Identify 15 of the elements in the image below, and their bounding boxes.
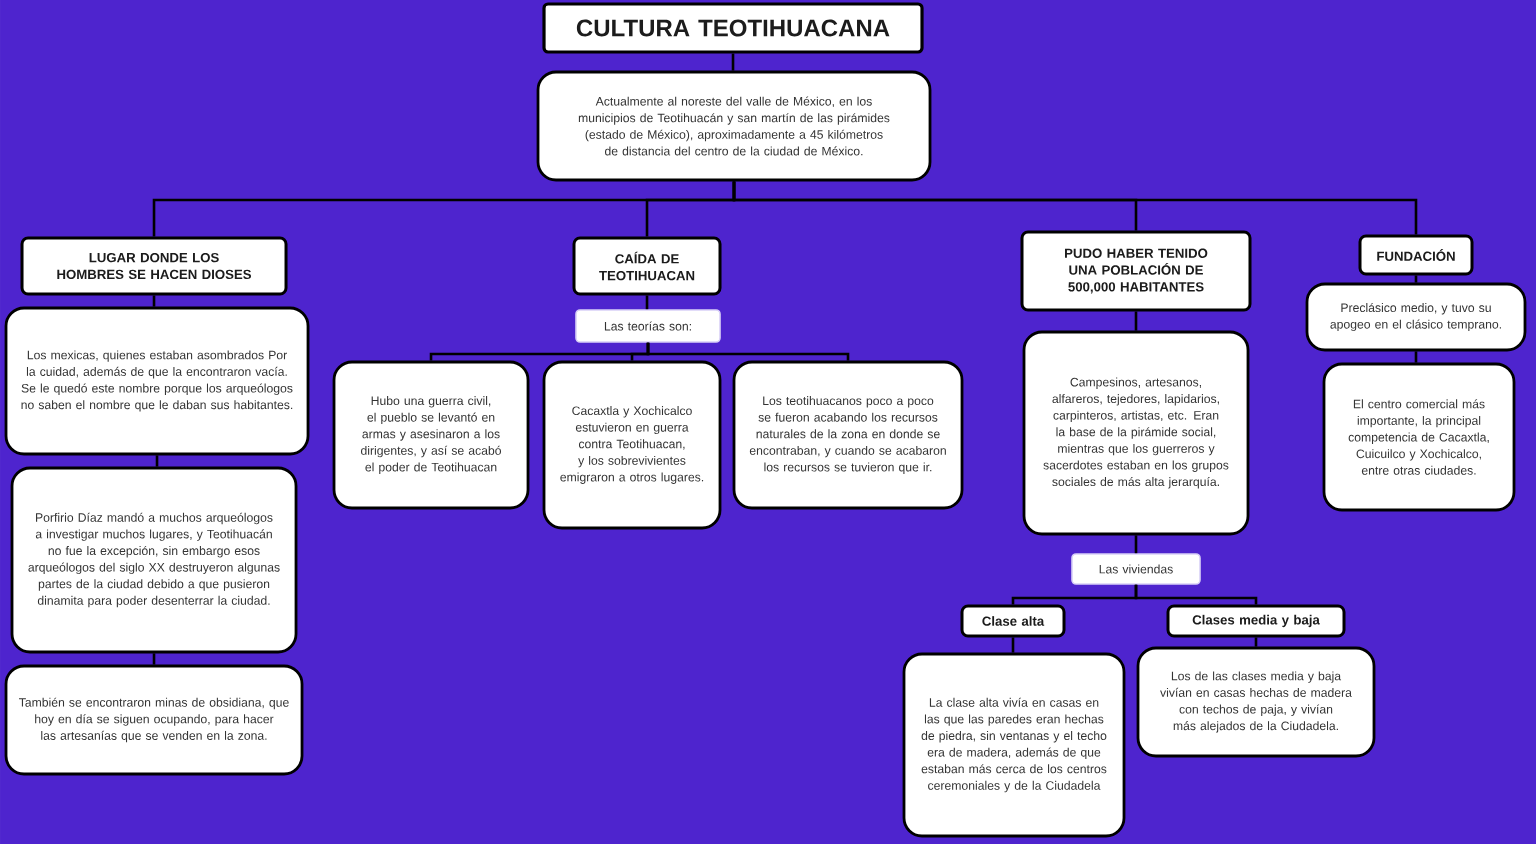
connector-line bbox=[1011, 637, 1015, 653]
connector-line bbox=[731, 53, 735, 71]
connector-line bbox=[645, 295, 649, 310]
connector-line bbox=[1414, 351, 1418, 363]
connector-line bbox=[1134, 535, 1138, 554]
connector-line bbox=[646, 342, 850, 361]
connector-line bbox=[1414, 275, 1418, 283]
connector-line bbox=[732, 181, 1418, 235]
connector-line bbox=[152, 653, 156, 665]
connector-line bbox=[152, 295, 156, 307]
connector-line bbox=[155, 455, 159, 467]
connector-line bbox=[1134, 311, 1138, 331]
connector-line bbox=[1254, 637, 1258, 647]
connector-line bbox=[1134, 584, 1258, 605]
title-box: CULTURA TEOTIHUACANA bbox=[542, 2, 924, 54]
